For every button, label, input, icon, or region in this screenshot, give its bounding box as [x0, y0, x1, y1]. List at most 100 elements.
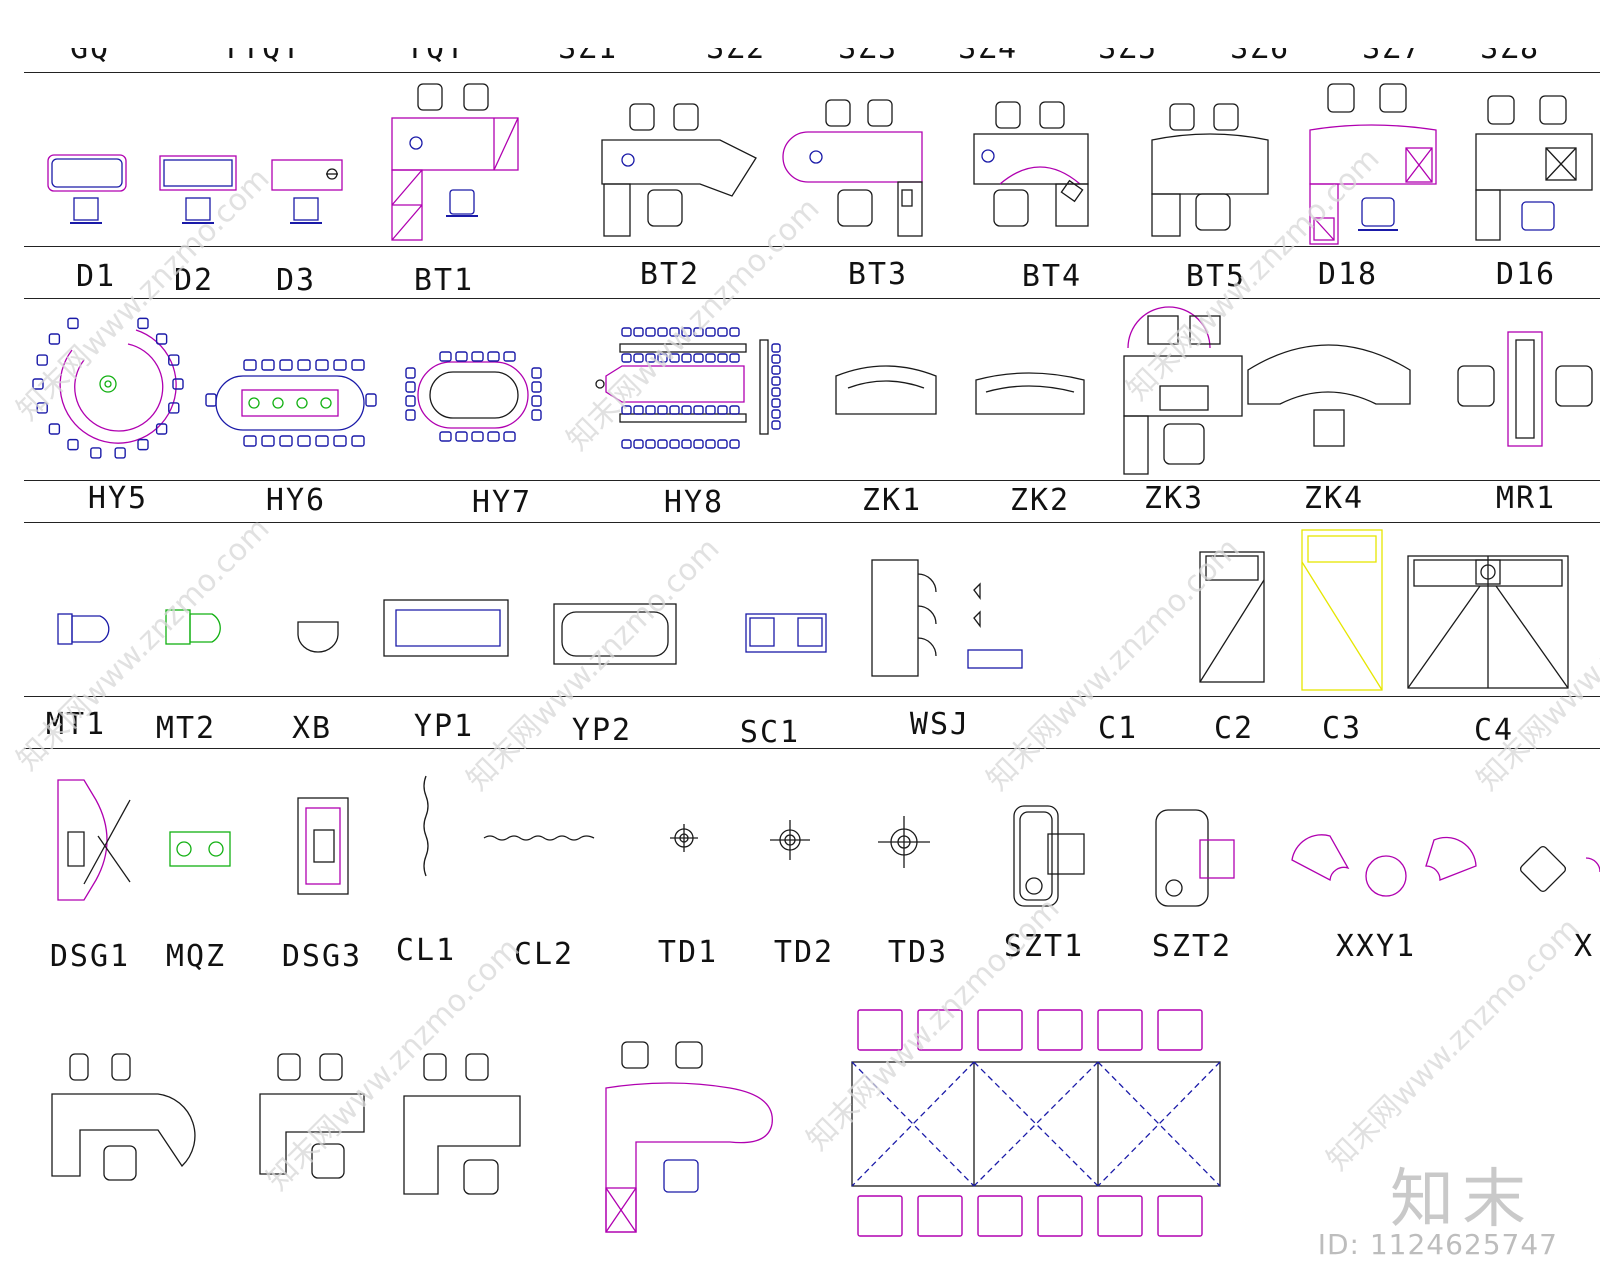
chair-icon	[693, 327, 704, 337]
symbol-szt1	[1013, 805, 1085, 907]
chair-icon	[717, 405, 728, 415]
symbol-zk3	[1123, 306, 1243, 475]
chair-icon	[729, 405, 740, 415]
chair-icon	[405, 381, 416, 393]
symbol-szt2	[1155, 809, 1235, 907]
chair-icon	[717, 353, 728, 363]
chair-icon	[669, 405, 680, 415]
chair-icon	[621, 327, 632, 337]
label-dsg3: DSG3	[281, 939, 363, 974]
symbol-workstation-1	[51, 1053, 196, 1181]
label-cl2: CL2	[513, 937, 575, 972]
chair-icon	[657, 405, 668, 415]
chair-icon	[155, 423, 168, 435]
label-mr1: MR1	[1495, 481, 1557, 516]
armchair-icon	[857, 1195, 903, 1237]
label-bt5: BT5	[1185, 259, 1247, 294]
top-label-mask	[0, 0, 1600, 48]
armchair-icon	[1037, 1009, 1083, 1051]
label-szt1: SZT1	[1003, 929, 1085, 964]
chair-icon	[333, 359, 347, 371]
symbol-bt2	[601, 103, 757, 237]
label-xb: XB	[291, 711, 333, 746]
label-d1: D1	[75, 259, 117, 294]
chair-icon	[32, 378, 44, 390]
separator-line-3	[24, 298, 1600, 299]
label-yp2: YP2	[571, 713, 633, 748]
symbol-mt1	[57, 613, 110, 645]
armchair-icon	[1097, 1195, 1143, 1237]
chair-icon	[405, 409, 416, 421]
armchair-icon	[1097, 1009, 1143, 1051]
symbol-xxy1	[1291, 834, 1477, 897]
chair-icon	[693, 353, 704, 363]
chair-icon	[36, 402, 48, 414]
chair-icon	[657, 439, 668, 449]
chair-icon	[729, 327, 740, 337]
chair-icon	[487, 431, 500, 442]
armchair-icon	[857, 1009, 903, 1051]
armchair-icon	[1037, 1195, 1083, 1237]
separator-line-6	[24, 696, 1600, 697]
symbol-workstation-4	[605, 1041, 773, 1233]
chair-icon	[261, 435, 275, 447]
chair-icon	[621, 439, 632, 449]
armchair-icon	[917, 1195, 963, 1237]
chair-icon	[67, 317, 79, 330]
chair-icon	[681, 327, 692, 337]
label-td3: TD3	[887, 935, 949, 970]
label-c3: C3	[1321, 711, 1363, 746]
label-mt1: MT1	[45, 707, 107, 742]
chair-icon	[471, 351, 484, 362]
label-bt2: BT2	[639, 257, 701, 292]
chair-icon	[705, 327, 716, 337]
symbol-yp1	[383, 599, 509, 657]
chair-icon	[243, 359, 257, 371]
chair-icon	[771, 420, 781, 430]
label-bt4: BT4	[1021, 259, 1083, 294]
chair-icon	[261, 359, 275, 371]
chair-icon	[48, 423, 61, 435]
label-szt2: SZT2	[1151, 929, 1233, 964]
separator-line-7	[24, 748, 1600, 749]
chair-icon	[771, 343, 781, 353]
chair-icon	[67, 438, 79, 451]
label-xxy1: XXY1	[1335, 929, 1417, 964]
chair-icon	[645, 439, 656, 449]
symbol-cl2	[483, 835, 595, 841]
chair-icon	[621, 405, 632, 415]
chair-icon	[669, 439, 680, 449]
chair-icon	[633, 353, 644, 363]
symbol-workstation-2	[259, 1053, 365, 1179]
symbol-bt3	[782, 99, 923, 237]
symbol-mt2	[165, 609, 221, 645]
symbol-yp2	[553, 603, 677, 665]
symbol-mqz	[169, 831, 231, 867]
chair-icon	[531, 409, 542, 421]
chair-icon	[405, 395, 416, 407]
chair-icon	[771, 354, 781, 364]
label-zk2: ZK2	[1009, 483, 1071, 518]
label-d16: D16	[1495, 257, 1557, 292]
chair-icon	[705, 439, 716, 449]
chair-icon	[155, 333, 168, 345]
chair-icon	[771, 387, 781, 397]
symbol-zk2	[975, 372, 1085, 415]
separator-line-2	[24, 246, 1600, 247]
symbol-workstation-3	[403, 1053, 521, 1195]
chair-icon	[168, 402, 180, 414]
chair-icon	[137, 317, 149, 330]
armchair-icon	[1157, 1009, 1203, 1051]
symbol-mr1	[1457, 331, 1593, 447]
label-hy5: HY5	[87, 481, 149, 516]
label-td2: TD2	[773, 935, 835, 970]
symbol-hy7	[417, 361, 529, 429]
chair-icon	[455, 351, 468, 362]
label-hy6: HY6	[265, 483, 327, 518]
image-id-text: ID: 1124625747	[1317, 1228, 1558, 1261]
chair-icon	[365, 393, 377, 407]
label-mqz: MQZ	[165, 939, 227, 974]
chair-icon	[705, 405, 716, 415]
